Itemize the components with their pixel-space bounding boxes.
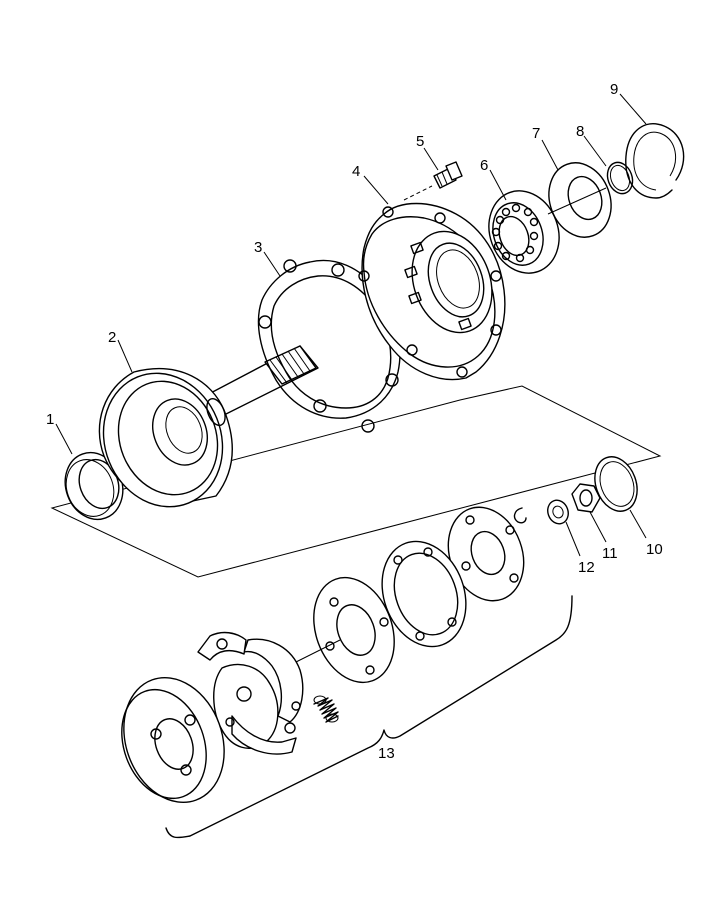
- part-13-plates: [295, 506, 525, 684]
- callout-12: 12: [578, 559, 595, 576]
- part-9-circlip: [625, 123, 685, 199]
- callout-2: 2: [108, 329, 116, 346]
- callout-3: 3: [254, 239, 262, 256]
- callout-9: 9: [610, 81, 618, 98]
- callout-11: 11: [602, 545, 618, 562]
- c-clip: [513, 507, 527, 524]
- part-3-gasket: [257, 259, 401, 433]
- callout-10: 10: [646, 541, 663, 558]
- leader-lines: [55, 93, 647, 557]
- callout-5: 5: [416, 133, 424, 150]
- part-12-lock-washer: [547, 499, 569, 525]
- part-8-snap-ring: [606, 161, 634, 195]
- callout-6: 6: [480, 157, 488, 174]
- part-2-drum-shaft: [98, 345, 319, 508]
- callout-13: 13: [378, 745, 395, 762]
- part-6-bearing: [488, 190, 560, 274]
- callout-8: 8: [576, 123, 584, 140]
- part-5-bolt: [403, 161, 463, 201]
- callout-4: 4: [352, 163, 360, 180]
- part-4-housing: [358, 202, 506, 381]
- part-7-washer: [547, 162, 612, 238]
- part-11-nut: [571, 483, 601, 513]
- callout-7: 7: [532, 125, 540, 142]
- assembly-outline: [50, 385, 662, 578]
- callout-1: 1: [46, 411, 54, 428]
- part-13-backing-plate: [121, 676, 225, 804]
- part-13-clutch-shoes: [197, 631, 304, 755]
- part-10-washer: [594, 456, 638, 512]
- part-13-spring: [313, 695, 339, 723]
- part-13-brace: [165, 595, 573, 839]
